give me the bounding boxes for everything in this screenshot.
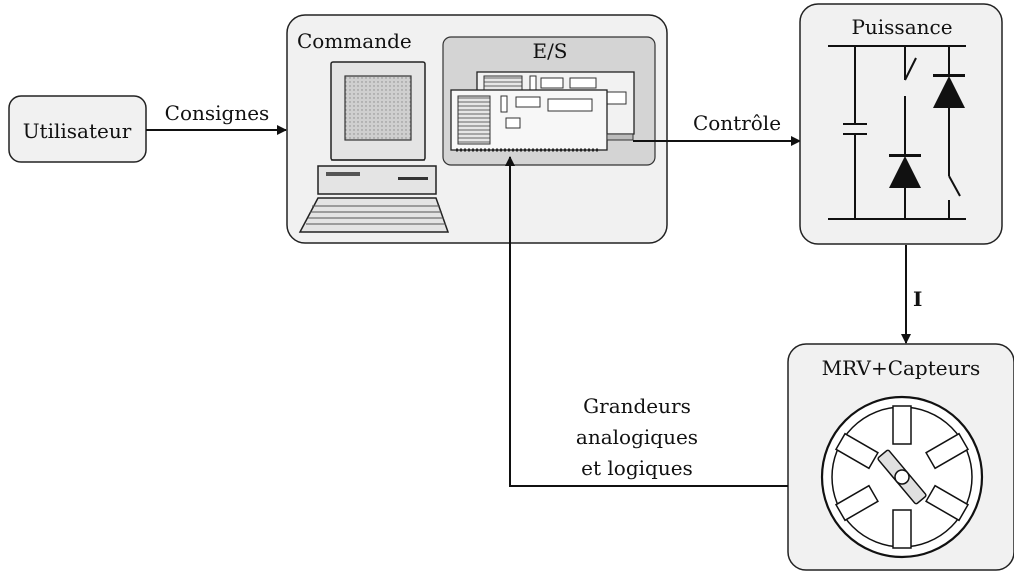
power-label: Puissance [851, 15, 952, 39]
current-arrow: I [901, 245, 922, 344]
feedback-label-line-2: analogiques [576, 425, 698, 449]
command-label: Commande [297, 29, 412, 53]
user-block: Utilisateur [8, 95, 147, 163]
io-label: E/S [532, 39, 567, 63]
power-block: Puissance [799, 3, 1003, 245]
current-label: I [913, 287, 922, 311]
user-label: Utilisateur [23, 119, 132, 143]
motor-icon [820, 395, 984, 559]
command-block: Commande E/S [286, 14, 668, 244]
io-board-front [450, 89, 634, 152]
power-circuit [828, 45, 966, 220]
motor-block: MRV+Capteurs [787, 343, 1014, 571]
feedback-label-line-1: Grandeurs [583, 394, 691, 418]
diode-icon [889, 154, 921, 188]
setpoints-label: Consignes [165, 101, 270, 125]
computer-icon [298, 61, 450, 233]
feedback-arrow: Grandeurs analogiques et logiques [505, 156, 788, 487]
motor-label: MRV+Capteurs [822, 356, 981, 380]
feedback-label-line-3: et logiques [581, 456, 693, 480]
setpoints-arrow: Consignes [146, 101, 287, 135]
diode-icon [933, 74, 965, 108]
io-panel: E/S [442, 36, 656, 166]
control-label: Contrôle [693, 111, 781, 135]
control-arrow: Contrôle [633, 111, 801, 146]
